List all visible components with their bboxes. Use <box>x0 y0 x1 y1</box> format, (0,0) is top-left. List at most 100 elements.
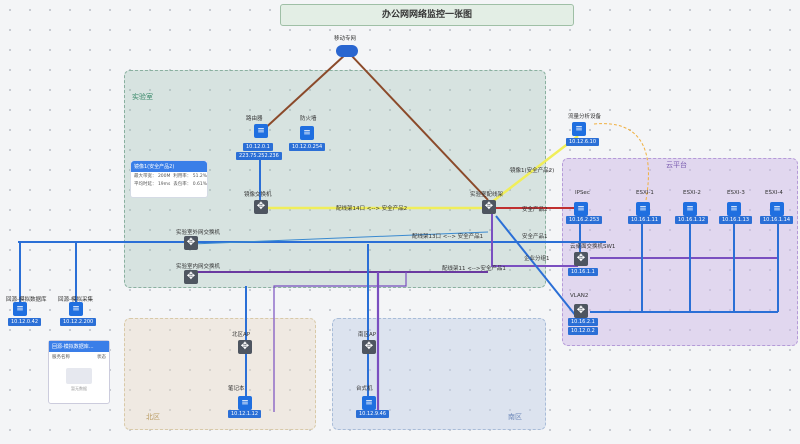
link-mobile-router <box>260 53 347 133</box>
flow-analysis-ip: 10.12.6.10 <box>566 138 600 146</box>
region-cloud <box>562 158 798 346</box>
link-core-cloudsw <box>491 214 578 267</box>
mirror-switch-label: 镜像交换机 <box>244 192 272 198</box>
service-col-name: 服务名称 <box>52 355 70 360</box>
firewall-icon[interactable] <box>300 126 314 140</box>
ipsec-ip: 10.16.2.253 <box>566 216 603 224</box>
lab-outer-switch-label: 实验室外网交换机 <box>176 230 221 236</box>
ipsec-icon[interactable] <box>574 202 588 216</box>
popup-loss-value: 0.61% <box>192 182 208 187</box>
router-icon[interactable] <box>254 124 268 138</box>
mobile-network-cloud-icon[interactable] <box>336 45 358 57</box>
esxi4-icon[interactable] <box>770 202 784 216</box>
popup-latency-value: 19ms <box>157 182 171 187</box>
north-ap-icon[interactable] <box>238 340 252 354</box>
service-status-card[interactable]: 回源-模拟数据库... 服务名称 状态 暂无数据 <box>48 340 110 404</box>
firewall-ip: 10.12.0.254 <box>289 143 326 151</box>
mock-collect-ip: 10.12.2.200 <box>60 318 97 326</box>
popup-row-latency: 平均时延： 19ms 丢包率： 0.61% <box>131 180 207 188</box>
lab-outer-switch-icon[interactable] <box>184 236 198 250</box>
ipsec-label: IPSec <box>575 190 590 196</box>
laptop-label: 笔记本 <box>228 386 245 392</box>
popup-utilization-value: 51.2% <box>192 174 208 179</box>
region-lab-label: 实验室 <box>132 93 153 101</box>
region-north <box>124 318 316 430</box>
esxi2-label: ESXI-2 <box>683 190 701 196</box>
mobile-network-label: 移动专网 <box>334 36 357 42</box>
flow-analysis-label: 流量分析设备 <box>568 114 602 120</box>
lab-inner-switch-label: 实验室内网交换机 <box>176 264 221 270</box>
empty-data-icon <box>66 368 92 384</box>
esxi4-ip: 10.16.1.14 <box>760 216 794 224</box>
mock-database-label: 回源-模拟数据库 <box>6 297 47 303</box>
esxi1-icon[interactable] <box>636 202 650 216</box>
router-ip-b: 223.75.252.236 <box>236 152 282 160</box>
page-title: 办公网网络监控一张图 <box>280 4 574 26</box>
region-south-label: 南区 <box>508 413 522 421</box>
lab-inner-switch-icon[interactable] <box>184 270 198 284</box>
link-core-vlan <box>495 215 577 317</box>
link-mobile-core <box>349 53 489 201</box>
link-core-flow <box>491 135 579 203</box>
link-label-safe2: 安全产品2 <box>522 207 548 213</box>
popup-row-bandwidth: 最大带宽： 200M 利用率： 51.2% <box>131 172 207 180</box>
esxi3-ip: 10.16.1.13 <box>719 216 753 224</box>
region-north-label: 北区 <box>146 413 160 421</box>
north-ap-label: 北区AP <box>232 332 251 338</box>
popup-loss-key: 丢包率： <box>173 182 192 187</box>
mock-collect-icon[interactable] <box>69 302 83 316</box>
desktop-icon[interactable] <box>362 396 376 410</box>
mock-database-ip: 10.12.0.42 <box>8 318 42 326</box>
popup-latency-key: 平均时延： <box>134 182 157 187</box>
service-col-status: 状态 <box>97 355 106 360</box>
link-label-mirror1: 镜像1(安全产品2) <box>510 168 555 174</box>
popup-utilization-key: 利用率： <box>173 174 192 179</box>
service-card-header: 回源-模拟数据库... <box>49 341 109 352</box>
link-label-ent1: 企业分组1 <box>524 256 550 262</box>
popup-max-bandwidth-key: 最大带宽： <box>134 174 157 179</box>
link-metrics-popup[interactable]: 镜像1(安全产品2) 最大带宽： 200M 利用率： 51.2% 平均时延： 1… <box>130 160 208 198</box>
service-card-empty-text: 暂无数据 <box>71 386 87 391</box>
esxi1-label: ESXI-1 <box>636 190 654 196</box>
vlan2-label: VLAN2 <box>570 293 589 299</box>
esxi3-icon[interactable] <box>727 202 741 216</box>
popup-header: 镜像1(安全产品2) <box>131 161 207 172</box>
link-label-mirror-port: 配线架14口 <--> 安全产品2 <box>336 206 408 212</box>
firewall-label: 防火墙 <box>300 116 317 122</box>
cloud-desktop-switch-ip: 10.16.1.1 <box>568 268 598 276</box>
laptop-icon[interactable] <box>238 396 252 410</box>
flow-analysis-icon[interactable] <box>572 122 586 136</box>
cloud-desktop-switch-icon[interactable] <box>574 252 588 266</box>
mock-collect-label: 回源-模拟采集 <box>58 297 93 303</box>
desktop-label: 台式机 <box>356 386 373 392</box>
mock-database-icon[interactable] <box>13 302 27 316</box>
cloud-desktop-switch-label: 云桌面交换机SW1 <box>570 244 616 250</box>
link-flow-esxi <box>593 123 649 201</box>
link-north-purple <box>273 272 407 412</box>
vlan2-switch-icon[interactable] <box>574 304 588 318</box>
vlan2-ip-a: 10.16.2.1 <box>568 318 598 326</box>
lab-core-switch-label: 实验室配线架 <box>470 192 504 198</box>
router-label: 路由器 <box>246 116 263 122</box>
desktop-ip: 10.12.9.46 <box>356 410 390 418</box>
link-label-port13: 配线架13口 <--> 安全产品1 <box>412 234 484 240</box>
mirror-switch-icon[interactable] <box>254 200 268 214</box>
router-ip-a: 10.12.0.1 <box>243 143 273 151</box>
link-label-safe1: 安全产品1 <box>522 234 548 240</box>
service-card-columns: 服务名称 状态 <box>49 352 109 362</box>
esxi2-icon[interactable] <box>683 202 697 216</box>
esxi2-ip: 10.16.1.12 <box>675 216 709 224</box>
south-ap-label: 南区AP <box>358 332 377 338</box>
laptop-ip: 10.12.1.12 <box>228 410 262 418</box>
link-outer-core <box>191 231 489 245</box>
esxi3-label: ESXI-3 <box>727 190 745 196</box>
region-cloud-label: 云平台 <box>666 161 687 169</box>
south-ap-icon[interactable] <box>362 340 376 354</box>
esxi4-label: ESXI-4 <box>765 190 783 196</box>
lab-core-switch-icon[interactable] <box>482 200 496 214</box>
esxi1-ip: 10.16.1.11 <box>628 216 662 224</box>
popup-max-bandwidth-value: 200M <box>157 174 171 179</box>
link-label-port11: 配线架11 <-->安全产品1 <box>442 266 506 272</box>
vlan2-ip-b: 10.12.0.2 <box>568 327 598 335</box>
